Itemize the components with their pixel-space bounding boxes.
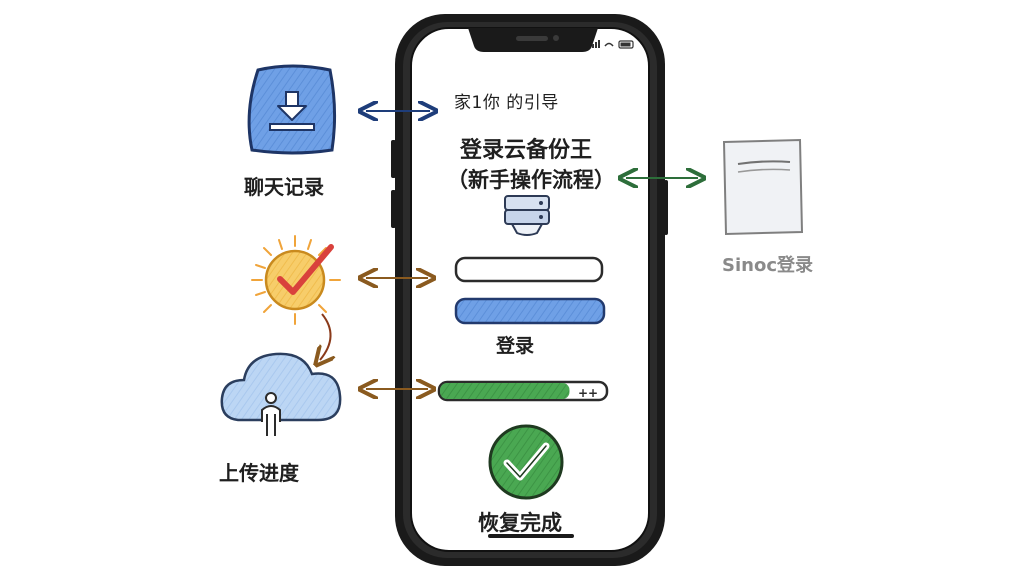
server-icon: [504, 195, 550, 236]
complete-label: 恢复完成: [478, 511, 562, 535]
guide-text: 家1你 的引导: [454, 93, 559, 113]
document-icon: [722, 138, 804, 236]
status-bar-icons: [592, 40, 634, 49]
username-input-field[interactable]: [454, 256, 604, 283]
phone-frame: [391, 14, 668, 566]
login-button[interactable]: [454, 297, 606, 325]
sinoc-login-label: Sinoc登录: [722, 255, 813, 276]
download-icon: [247, 64, 337, 155]
upload-progress-label: 上传进度: [219, 461, 299, 485]
upload-progress-fill: [440, 383, 570, 399]
login-label: 登录: [496, 335, 535, 357]
check-circle-icon: [488, 424, 564, 500]
check-sun-icon: [251, 235, 341, 325]
chat-records-label: 聊天记录: [244, 175, 324, 199]
screen-subtitle: （新手操作流程）: [447, 168, 615, 192]
progress-tick-marks: ++: [578, 386, 598, 400]
flow-arrow-sun-to-cloud: [320, 313, 331, 360]
screen-title: 登录云备份王: [459, 138, 592, 163]
cloud-upload-icon: [220, 352, 342, 436]
upload-progress-bar: ++: [437, 380, 609, 402]
